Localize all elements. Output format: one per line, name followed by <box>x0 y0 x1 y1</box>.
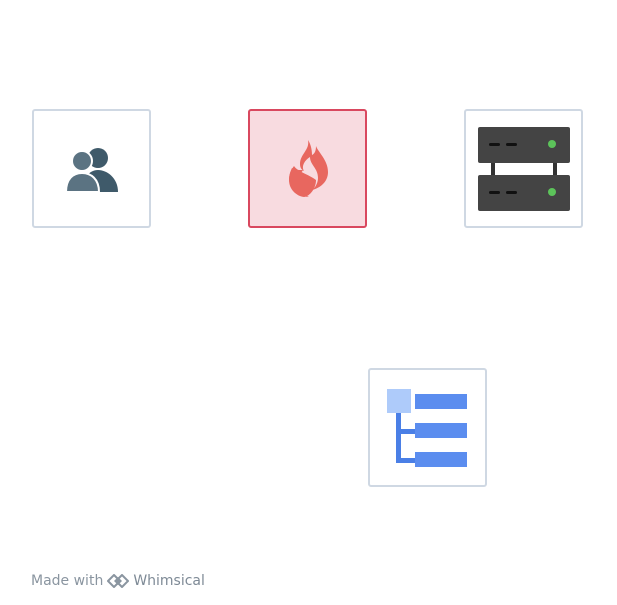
tree-list-node[interactable] <box>368 368 487 487</box>
server-icon <box>477 126 570 211</box>
footer-brand: Whimsical <box>133 573 205 589</box>
fire-node[interactable] <box>248 109 367 228</box>
made-with-whimsical[interactable]: Made with Whimsical <box>31 572 205 590</box>
fire-icon <box>288 139 328 197</box>
users-node[interactable] <box>32 109 151 228</box>
server-node[interactable] <box>464 109 583 228</box>
users-icon <box>64 147 118 192</box>
whimsical-logo-icon <box>107 574 130 588</box>
footer-prefix: Made with <box>31 573 104 589</box>
tree-list-icon <box>386 388 467 467</box>
